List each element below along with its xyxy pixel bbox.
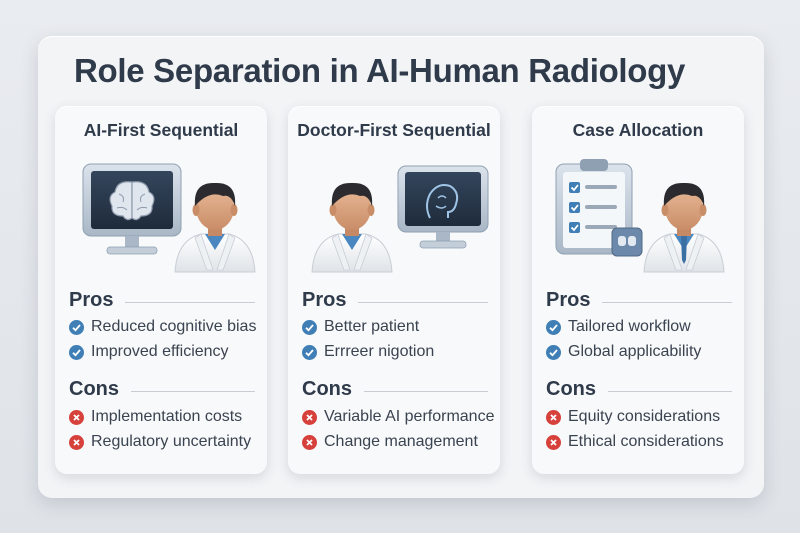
x-icon [302, 409, 317, 425]
card-title: AI-First Sequential [83, 120, 239, 140]
check-icon [69, 344, 84, 360]
cons-heading: Cons [69, 378, 255, 401]
clipboard-checklist-icon [555, 159, 643, 257]
con-item: Change management [302, 433, 496, 451]
check-icon [546, 344, 561, 360]
con-item: Implementation costs [69, 408, 263, 426]
pros-heading: Pros [69, 289, 255, 312]
card-illustration [82, 163, 256, 273]
doctor-icon [643, 182, 725, 273]
check-icon [69, 319, 84, 335]
check-icon [302, 344, 317, 360]
page-title: Role Separation in AI-Human Radiology [74, 52, 686, 89]
pros-heading: Pros [302, 289, 488, 312]
check-icon [546, 319, 561, 335]
card-title: Case Allocation [572, 120, 704, 140]
card-ai-first-sequential: AI-First Sequential Pros Reduced cogniti… [55, 106, 267, 474]
x-icon [302, 434, 317, 450]
con-item: Regulatory uncertainty [69, 433, 263, 451]
pro-item: Errreer nigotion [302, 343, 496, 361]
x-icon [69, 434, 84, 450]
pro-item: Tailored workflow [546, 318, 740, 336]
cons-heading: Cons [546, 378, 732, 401]
card-title: Doctor-First Sequential [297, 120, 491, 140]
card-illustration [555, 159, 725, 273]
pro-item: Improved efficiency [69, 343, 263, 361]
pros-heading: Pros [546, 289, 732, 312]
card-doctor-first-sequential: Doctor-First Sequential Pros Better pati… [288, 106, 500, 474]
x-icon [546, 434, 561, 450]
check-icon [302, 319, 317, 335]
xray-monitor-icon [397, 165, 489, 249]
con-item: Equity considerations [546, 408, 740, 426]
pro-item: Global applicability [546, 343, 740, 361]
pro-item: Reduced cognitive bias [69, 318, 263, 336]
x-icon [69, 409, 84, 425]
doctor-icon [311, 182, 393, 273]
con-item: Variable AI performance [302, 408, 496, 426]
pro-item: Better patient [302, 318, 496, 336]
x-icon [546, 409, 561, 425]
brain-monitor-icon [82, 163, 182, 255]
cons-heading: Cons [302, 378, 488, 401]
card-illustration [311, 165, 489, 273]
card-case-allocation: Case Allocation [532, 106, 744, 474]
doctor-icon [174, 182, 256, 273]
con-item: Ethical considerations [546, 433, 740, 451]
